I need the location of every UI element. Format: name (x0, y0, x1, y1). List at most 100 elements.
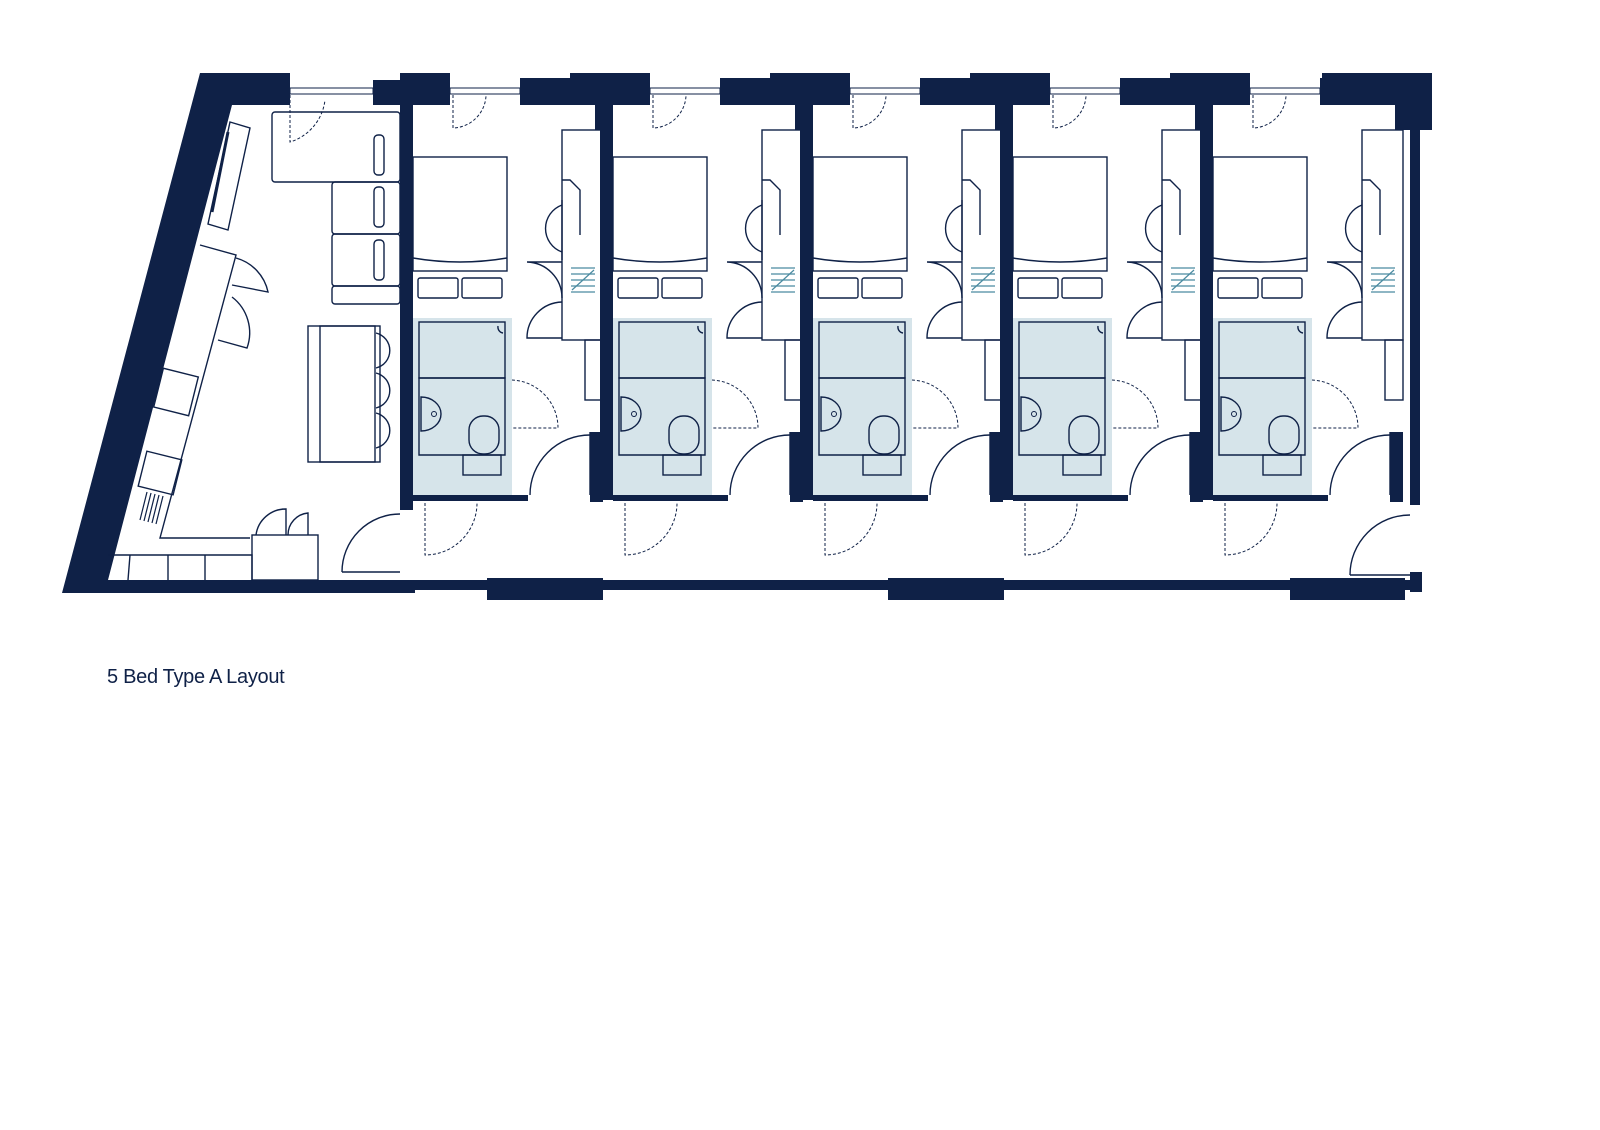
party-wall (1000, 100, 1013, 500)
window-swing (1252, 95, 1287, 129)
wardrobe-door-swing (1126, 301, 1163, 339)
toilet-cistern (462, 454, 502, 476)
bed-drawer (461, 277, 503, 299)
desk-chair (744, 204, 763, 253)
corridor-wall (990, 432, 1003, 502)
window-swing (652, 95, 687, 129)
bed-drawer (1061, 277, 1103, 299)
wardrobe-door-swing (526, 301, 563, 339)
dining-table (307, 325, 381, 463)
slanted-exterior-wall (62, 73, 415, 593)
corridor-door-swing (624, 502, 678, 556)
bottom-pier (487, 578, 603, 600)
corridor-wall-strip (613, 495, 728, 501)
bedroom-3 (800, 73, 1022, 556)
basin-tap-icon (831, 411, 837, 417)
wardrobe-door-swing (1326, 301, 1363, 339)
bed-drawer (1261, 277, 1303, 299)
window-door-swing (289, 95, 326, 143)
dining-chair (375, 332, 391, 369)
wardrobe (961, 129, 1004, 341)
window (649, 87, 721, 95)
top-wall (800, 73, 850, 105)
corridor-door-swing (1024, 502, 1078, 556)
wardrobe-door-swing (526, 261, 563, 299)
basin-tap-icon (431, 411, 437, 417)
bed-drawer (417, 277, 459, 299)
bed-duvet (812, 257, 908, 263)
bed-duvet (412, 257, 508, 263)
bed-drawer (1017, 277, 1059, 299)
sofa-cushion (373, 239, 385, 281)
bed-drawer (617, 277, 659, 299)
end-door-swing (1349, 514, 1411, 576)
top-wall (600, 73, 650, 105)
bed-drawer (661, 277, 703, 299)
basin-icon (420, 396, 442, 432)
corridor-wall (590, 432, 603, 502)
desk-chair (1344, 204, 1363, 253)
desk (962, 179, 981, 235)
shower-drain-icon (897, 325, 904, 334)
window-swing (452, 95, 487, 129)
desk (1162, 179, 1181, 235)
window (1049, 87, 1121, 95)
desk (1362, 179, 1381, 235)
desk-chair (944, 204, 963, 253)
right-wall (1410, 100, 1420, 505)
dining-chair (375, 372, 391, 409)
bed-drawer (861, 277, 903, 299)
window-swing (1052, 95, 1087, 129)
basin-icon (820, 396, 842, 432)
bed-duvet (1212, 257, 1308, 263)
toilet-icon (1068, 415, 1100, 455)
counter-divider (127, 554, 131, 581)
basin-tap-icon (1231, 411, 1237, 417)
party-wall (800, 100, 813, 500)
sofa-seat (331, 181, 401, 235)
bed-duvet (612, 257, 708, 263)
corridor-wall-strip (1213, 495, 1328, 501)
cupboard-door-swing (217, 296, 251, 349)
bathroom-floor (1218, 377, 1306, 456)
plan-caption: 5 Bed Type A Layout (107, 666, 285, 688)
bed (1012, 156, 1108, 272)
desk-chair (1144, 204, 1163, 253)
basin-icon (1020, 396, 1042, 432)
dining-chair (375, 412, 391, 449)
corridor-wall (1390, 432, 1403, 502)
bed-duvet (1012, 257, 1108, 263)
bathroom-floor (618, 377, 706, 456)
radiator-icon (1371, 267, 1395, 293)
sofa-base (331, 285, 401, 305)
wardrobe (561, 129, 604, 341)
desk-chair (544, 204, 563, 253)
toilet-cistern (662, 454, 702, 476)
wardrobe-door-swing (1326, 261, 1363, 299)
kitchen-counter (159, 244, 250, 539)
shower-drain-icon (697, 325, 704, 334)
basin-icon (620, 396, 642, 432)
cupboard-door-swing (255, 508, 287, 536)
wardrobe-door-swing (726, 301, 763, 339)
toilet-cistern (1062, 454, 1102, 476)
tv-icon (210, 131, 230, 213)
wardrobe-door-swing (926, 301, 963, 339)
bathroom-floor (818, 377, 906, 456)
toilet-icon (468, 415, 500, 455)
sofa-chaise (271, 111, 401, 183)
bed-drawer (817, 277, 859, 299)
sofa-cushion (373, 186, 385, 228)
entry-door-swing (341, 513, 401, 573)
top-wall (1000, 73, 1050, 105)
cupboard (1384, 339, 1404, 401)
party-wall (400, 100, 413, 500)
corridor-wall-strip (413, 495, 528, 501)
radiator-icon (971, 267, 995, 293)
bathroom-door-swing (1111, 379, 1159, 429)
basin-tap-icon (1031, 411, 1037, 417)
top-pier (1395, 73, 1413, 130)
wardrobe (761, 129, 804, 341)
radiator-icon (771, 267, 795, 293)
